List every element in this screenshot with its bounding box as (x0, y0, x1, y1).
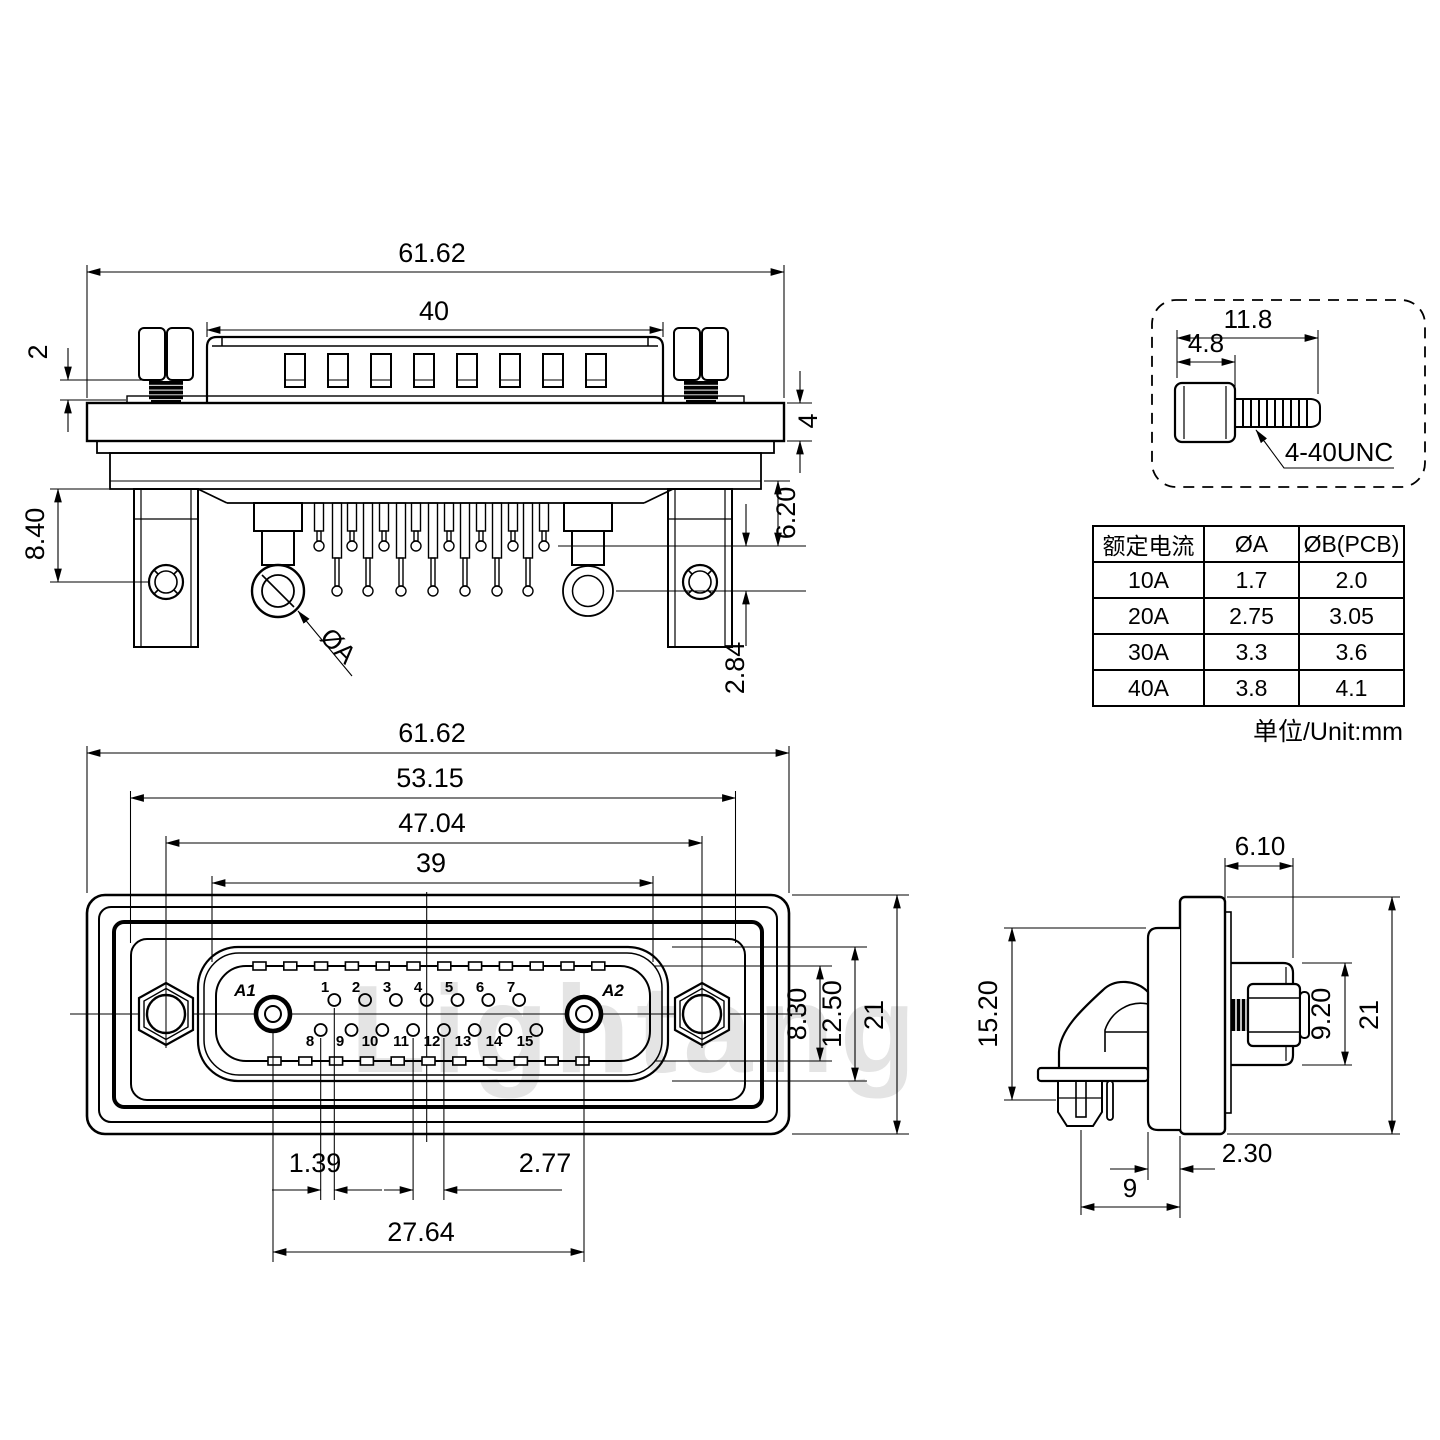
pin-label: 6 (476, 979, 484, 996)
insert-slots (252, 961, 606, 1066)
top-view: 61.62 40 2 8.40 4 6.20 (20, 238, 823, 694)
dim-shell-depth: 6.10 (1235, 831, 1286, 861)
pin-label: 2 (352, 979, 360, 996)
dim-shell-height: 12.50 (817, 980, 847, 1048)
pin-label: 13 (455, 1033, 472, 1050)
dim-front-total-width: 61.62 (398, 718, 466, 748)
signal-pins-rear (313, 502, 550, 597)
pin-label: 4 (414, 979, 423, 996)
pin-label: 3 (383, 979, 391, 996)
table-cell: 3.05 (1298, 597, 1405, 635)
boardlock (1057, 1080, 1103, 1127)
side-jackscrew (1231, 982, 1310, 1048)
dim-screw-gap: 2 (23, 344, 53, 359)
pin-label: 5 (445, 979, 453, 996)
dim-jackscrew-height: 9.20 (1306, 988, 1336, 1041)
pin-label: 1 (321, 979, 329, 996)
front-view-dimensions: 61.62 53.15 47.04 39 8.30 12.50 (86, 718, 909, 1262)
table-cell: 3.8 (1203, 669, 1300, 707)
dim-pin-pitch: 2.77 (519, 1148, 572, 1178)
dim-row-offset: 1.39 (289, 1148, 342, 1178)
side-view-dimensions: 6.10 15.20 9.20 21 2.30 9 (973, 831, 1400, 1218)
dim-flange-thickness: 4 (793, 413, 823, 428)
pin-label: 11 (393, 1033, 409, 1050)
left-thumbscrew (138, 327, 194, 403)
table-cell: 2.75 (1203, 597, 1300, 635)
screw-detail-dimensions: 11.8 4.8 4-40UNC (1176, 304, 1394, 469)
table-cell: 3.3 (1203, 633, 1300, 671)
dim-rear-height: 15.20 (973, 980, 1003, 1048)
header-dia-a: ØA (1203, 525, 1300, 563)
left-bracket (133, 488, 199, 648)
table-cell: 4.1 (1298, 669, 1405, 707)
side-rear-body (1036, 926, 1180, 1132)
pin-label: 7 (507, 979, 515, 996)
pcb-pin (1106, 1080, 1114, 1121)
dim-coax-spacing: 27.64 (387, 1217, 455, 1247)
jackscrew-drawing (1173, 381, 1321, 444)
flange (85, 395, 786, 490)
dim-board-standoff: 2.30 (1222, 1138, 1273, 1168)
dim-recess-width: 53.15 (396, 763, 464, 793)
pin-label: 10 (362, 1033, 379, 1050)
coax-label-a2: A2 (601, 981, 624, 1000)
coax-pin-a1-rear (250, 502, 306, 619)
table-row: 10A 1.7 2.0 (1092, 561, 1405, 599)
dim-top-total-width: 61.62 (398, 238, 466, 268)
table-cell: 3.6 (1298, 633, 1405, 671)
table-cell: 1.7 (1203, 561, 1300, 599)
dim-insert-height: 8.30 (782, 988, 812, 1041)
coax-pin-a1: A1 (233, 981, 293, 1034)
right-thumbscrew (673, 327, 729, 403)
hood-slots (284, 353, 607, 388)
table-cell: 40A (1092, 669, 1205, 707)
table-row: 20A 2.75 3.05 (1092, 597, 1405, 635)
dim-front-total-height: 21 (859, 1000, 889, 1030)
dim-pin-row-offset: 2.84 (720, 642, 750, 695)
table-cell: 20A (1092, 597, 1205, 635)
header-rated-current: 额定电流 (1092, 525, 1205, 563)
pin-label: 9 (336, 1033, 344, 1050)
connector-hood (205, 335, 665, 403)
front-view: A1 A2 1 2 3 4 5 6 7 8 9 10 (70, 718, 909, 1262)
pin-label: 8 (306, 1033, 314, 1050)
pin-label: 15 (517, 1033, 534, 1050)
table-cell: 2.0 (1298, 561, 1405, 599)
dim-pin-shoulder: 6.20 (771, 487, 801, 540)
side-flange (1178, 895, 1232, 1136)
pin-label: 12 (424, 1033, 441, 1050)
side-view: 6.10 15.20 9.20 21 2.30 9 (973, 831, 1400, 1218)
coax-pin-a2: A2 (564, 981, 624, 1034)
table-cell: 10A (1092, 561, 1205, 599)
coax-pin-a2-rear (562, 502, 614, 617)
coax-label-a1: A1 (233, 981, 256, 1000)
dim-pin-to-face: 9 (1123, 1173, 1137, 1203)
dim-flange-to-hole: 8.40 (20, 508, 50, 561)
dim-hood-width: 40 (419, 296, 449, 326)
current-rating-table: 额定电流 ØA ØB(PCB) 10A 1.7 2.0 20A 2.75 3.0… (1092, 525, 1405, 707)
header-dia-b-pcb: ØB(PCB) (1298, 525, 1405, 563)
dim-screw-total-length: 11.8 (1224, 304, 1273, 334)
dim-mount-spacing: 47.04 (398, 808, 466, 838)
table-header-row: 额定电流 ØA ØB(PCB) (1092, 525, 1405, 563)
dim-screw-head-length: 4.8 (1188, 328, 1224, 358)
thread-spec-label: 4-40UNC (1285, 437, 1393, 467)
pin-label: 14 (486, 1033, 503, 1050)
table-row: 30A 3.3 3.6 (1092, 633, 1405, 671)
dim-insert-width: 39 (416, 848, 446, 878)
bracket-plate (1036, 1066, 1150, 1083)
dim-side-total-height: 21 (1354, 1000, 1384, 1030)
unit-note: 单位/Unit:mm (1252, 718, 1403, 746)
pin-shoulder (197, 488, 674, 504)
detail-callout-box (1151, 299, 1426, 488)
top-view-dimensions: 61.62 40 2 8.40 4 6.20 (20, 238, 823, 694)
table-row: 40A 3.8 4.1 (1092, 669, 1405, 707)
right-bracket (667, 488, 733, 648)
signal-pins-front: 1 2 3 4 5 6 7 8 9 10 11 12 13 14 15 (306, 979, 544, 1050)
dim-coax-dia-label: ØA (314, 622, 362, 670)
table-cell: 30A (1092, 633, 1205, 671)
screw-detail: 11.8 4.8 4-40UNC (1151, 299, 1426, 488)
